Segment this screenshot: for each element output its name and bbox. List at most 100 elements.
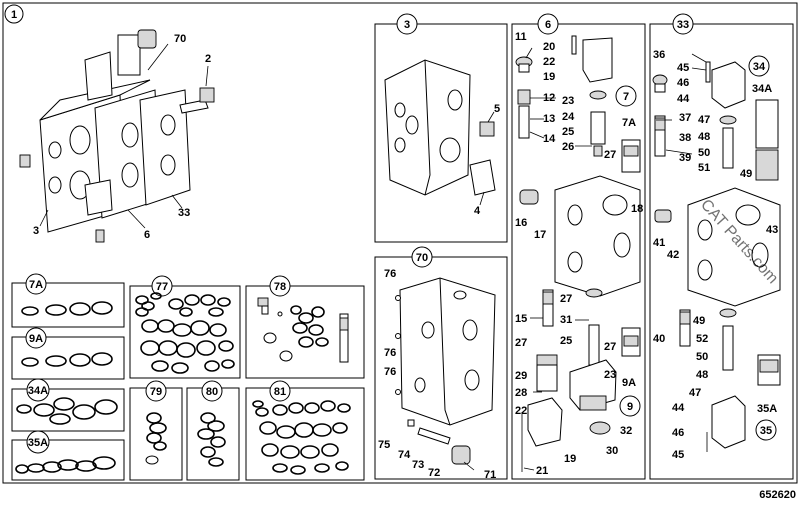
callout-23b: 23 (604, 369, 616, 381)
callout-33: 33 (178, 207, 190, 219)
kit-34A-orings (16, 397, 118, 425)
callout-20: 20 (543, 41, 555, 53)
kit-7A-orings (21, 301, 113, 316)
callout-47b: 47 (689, 387, 701, 399)
callout-24: 24 (562, 111, 575, 123)
group-3-section (384, 59, 496, 196)
callout-16: 16 (515, 217, 527, 229)
callout-38: 38 (679, 132, 691, 144)
callout-52: 52 (696, 333, 708, 345)
drawing-number: 652620 (759, 489, 796, 501)
callout-21: 21 (536, 465, 548, 477)
callout-27b: 27 (560, 293, 572, 305)
group-7-label: 7 (623, 91, 629, 103)
callout-22b: 22 (515, 405, 527, 417)
callout-29: 29 (515, 370, 527, 382)
callout-25b: 25 (560, 335, 572, 347)
callout-71: 71 (484, 469, 496, 481)
callout-48b: 48 (696, 369, 708, 381)
callout-74: 74 (398, 449, 411, 461)
callout-73: 73 (412, 459, 424, 471)
callout-43: 43 (766, 224, 778, 236)
group-3-box (374, 23, 508, 243)
callout-19: 19 (543, 71, 555, 83)
kit-81-label: 81 (274, 386, 286, 398)
group-70-box (374, 256, 508, 480)
callout-45b: 45 (672, 449, 684, 461)
group-6-box (511, 23, 646, 480)
callout-2: 2 (205, 53, 211, 65)
kit-9A-box (11, 336, 125, 380)
callout-6: 6 (144, 229, 150, 241)
callout-39: 39 (679, 152, 691, 164)
callout-31: 31 (560, 314, 572, 326)
kit-79-orings (145, 412, 167, 465)
callout-14: 14 (543, 133, 556, 145)
callout-25: 25 (562, 126, 574, 138)
kit-35A-orings (15, 456, 116, 474)
callout-19b: 19 (564, 453, 576, 465)
kit-7A-label: 7A (29, 279, 43, 291)
sheet-number: 1 (11, 9, 17, 21)
callout-18: 18 (631, 203, 643, 215)
kit-34A-box (11, 388, 125, 432)
kit-7A-box (11, 282, 125, 328)
callout-23: 23 (562, 95, 574, 107)
group-6-label: 6 (545, 19, 551, 31)
callout-28: 28 (515, 387, 527, 399)
callout-44: 44 (677, 93, 690, 105)
callout-72: 72 (428, 467, 440, 479)
callout-76b: 76 (384, 347, 396, 359)
sheet-number-circle (4, 4, 24, 24)
group-34-label: 34 (753, 61, 766, 73)
kit-78-parts (257, 297, 349, 363)
kit-80-orings (197, 412, 226, 467)
group-35-label: 35 (760, 425, 772, 437)
callout-11: 11 (515, 31, 527, 43)
callout-9A: 9A (622, 377, 636, 389)
kit-34A-label: 34A (28, 385, 48, 397)
callout-17: 17 (534, 229, 546, 241)
callout-27a: 27 (604, 149, 616, 161)
callout-50: 50 (698, 147, 710, 159)
group-70-label: 70 (416, 252, 428, 264)
callout-12: 12 (543, 92, 555, 104)
kit-9A-label: 9A (29, 333, 43, 345)
kit-35A-label: 35A (28, 437, 48, 449)
callout-13: 13 (543, 113, 555, 125)
callout-44b: 44 (672, 402, 685, 414)
group-33-section (652, 61, 781, 452)
callout-32: 32 (620, 425, 632, 437)
callout-49b: 49 (693, 315, 705, 327)
kit-35A-box (11, 439, 125, 481)
callout-50b: 50 (696, 351, 708, 363)
callout-4: 4 (474, 205, 481, 217)
callout-26: 26 (562, 141, 574, 153)
callout-42: 42 (667, 249, 679, 261)
kit-78-label: 78 (274, 281, 286, 293)
callout-46: 46 (677, 77, 689, 89)
callout-40: 40 (653, 333, 665, 345)
group-33-box (649, 23, 794, 480)
callout-30: 30 (606, 445, 618, 457)
kit-77-label: 77 (156, 281, 168, 293)
callout-35A: 35A (757, 403, 777, 415)
callout-46b: 46 (672, 427, 684, 439)
callout-76a: 76 (384, 268, 396, 280)
kit-79-label: 79 (150, 386, 162, 398)
callout-3: 3 (33, 225, 39, 237)
kit-77-orings (135, 292, 235, 374)
callout-34A: 34A (752, 83, 772, 95)
group-3-label: 3 (404, 19, 410, 31)
callout-27d: 27 (604, 341, 616, 353)
callout-36: 36 (653, 49, 665, 61)
group-33-label: 33 (677, 19, 689, 31)
outer-frame (2, 2, 798, 484)
kit-9A-orings (21, 352, 113, 367)
group-6-section (515, 35, 641, 472)
callout-7A: 7A (622, 117, 636, 129)
callout-5: 5 (494, 103, 500, 115)
kit-81-orings (252, 400, 351, 475)
